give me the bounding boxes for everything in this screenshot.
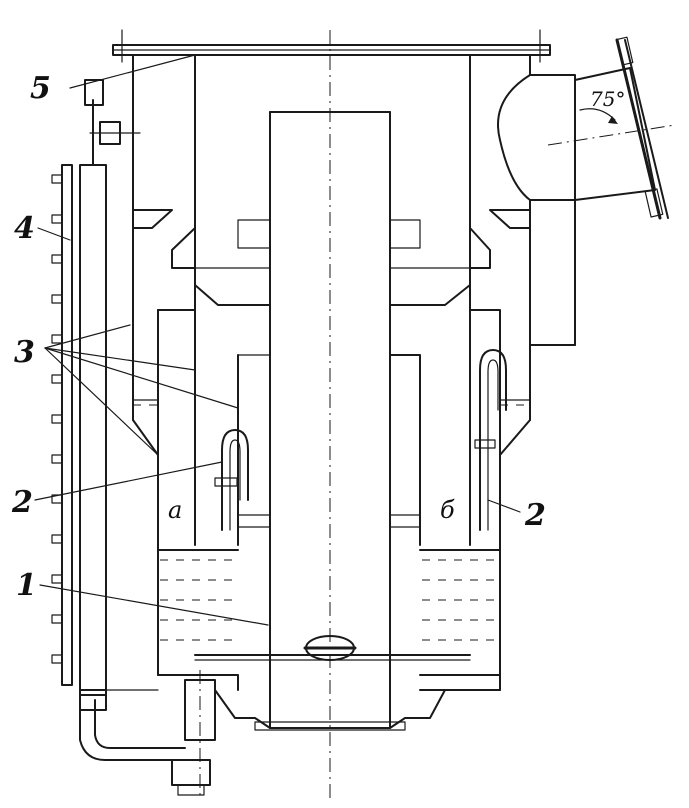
callout-1: 1 — [16, 568, 37, 603]
side-outlet — [529, 36, 676, 220]
angle-label: 75° — [590, 87, 625, 111]
callout-5: 5 — [30, 71, 51, 106]
callout-labels: 5 4 3 2 1 2 a б 75° — [11, 71, 625, 603]
callout-4: 4 — [14, 211, 35, 246]
partitions — [132, 309, 531, 691]
bottom-drain — [79, 670, 446, 800]
inner-cylinder — [194, 54, 471, 546]
callout-2-left: 2 — [11, 485, 33, 520]
baffles — [132, 209, 531, 306]
water-chambers — [99, 549, 501, 691]
chamber-b-label: б — [440, 496, 455, 524]
u-tubes — [214, 349, 507, 531]
gauge-glass — [51, 79, 141, 711]
callout-3: 3 — [14, 335, 35, 370]
chamber-a-label: a — [168, 496, 182, 524]
top-flange — [112, 29, 551, 63]
central-tube — [269, 30, 391, 800]
leader-lines — [34, 54, 521, 626]
callout-2-right: 2 — [524, 498, 546, 533]
outer-vessel — [132, 54, 576, 456]
